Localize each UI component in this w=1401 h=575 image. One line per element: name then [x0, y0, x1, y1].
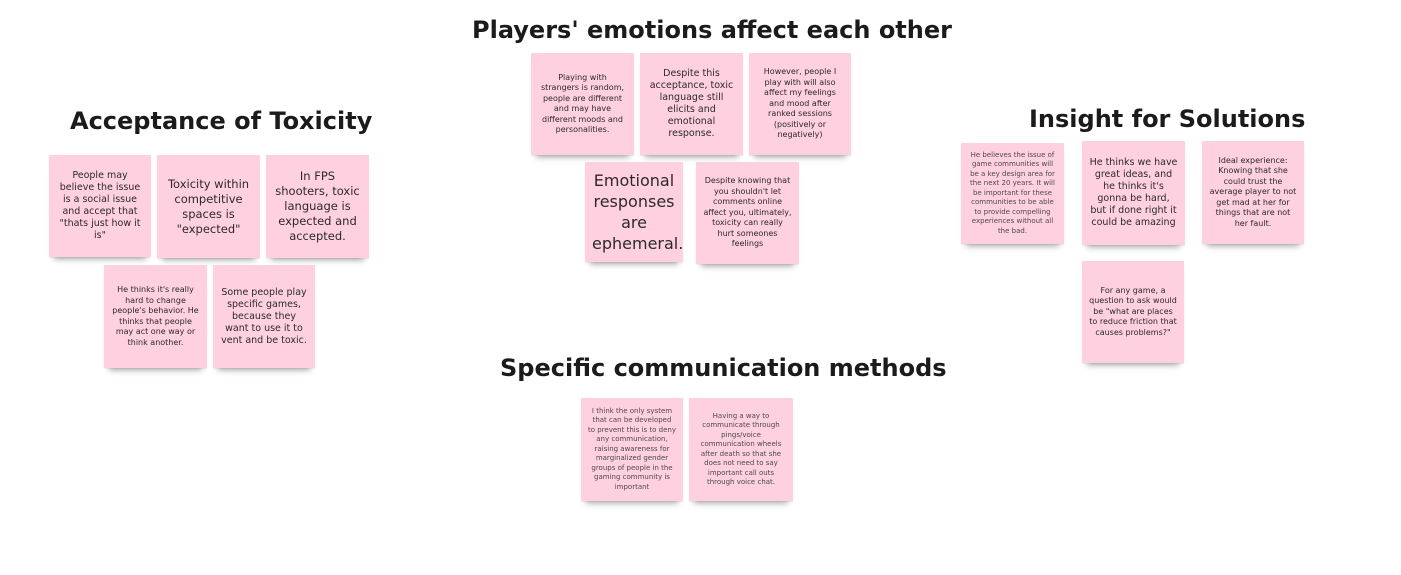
section-title-acceptance-of-toxicity: Acceptance of Toxicity — [70, 107, 373, 135]
sticky-note-text: Despite knowing that you shouldn't let c… — [703, 176, 792, 249]
sticky-note-text: However, people I play with will also af… — [763, 67, 837, 140]
section-title-players-emotions: Players' emotions affect each other — [472, 16, 952, 44]
sticky-note[interactable]: I think the only system that can be deve… — [581, 398, 683, 501]
sticky-note-text: In FPS shooters, toxic language is expec… — [275, 169, 360, 243]
sticky-note[interactable]: However, people I play with will also af… — [749, 53, 851, 155]
sticky-note[interactable]: For any game, a question to ask would be… — [1082, 261, 1184, 363]
sticky-note[interactable]: Despite this acceptance, toxic language … — [640, 53, 743, 155]
section-title-specific-communication-methods: Specific communication methods — [500, 354, 947, 382]
sticky-note-text: Playing with strangers is random, people… — [540, 72, 625, 135]
sticky-note-text: Despite this acceptance, toxic language … — [649, 68, 734, 139]
sticky-note-text: He believes the issue of game communitie… — [970, 150, 1055, 235]
sticky-note[interactable]: He thinks it's really hard to change peo… — [104, 265, 207, 368]
sticky-note[interactable]: In FPS shooters, toxic language is expec… — [266, 155, 369, 258]
sticky-note[interactable]: People may believe the issue is a social… — [49, 155, 151, 257]
sticky-note[interactable]: Ideal experience: Knowing that she could… — [1202, 141, 1304, 244]
sticky-note-text: He thinks we have great ideas, and he th… — [1089, 157, 1178, 228]
sticky-note-text: Toxicity within competitive spaces is "e… — [167, 176, 250, 236]
section-title-insight-for-solutions: Insight for Solutions — [1029, 105, 1306, 133]
sticky-note-text: Some people play specific games, because… — [221, 286, 307, 346]
sticky-note-text: Having a way to communicate through ping… — [700, 411, 782, 487]
sticky-note-text: For any game, a question to ask would be… — [1089, 285, 1177, 337]
sticky-note[interactable]: Emotional responses are ephemeral. — [585, 162, 683, 262]
sticky-note-text: Ideal experience: Knowing that she could… — [1209, 155, 1297, 228]
sticky-note-text: I think the only system that can be deve… — [588, 406, 676, 491]
sticky-note[interactable]: Some people play specific games, because… — [213, 265, 315, 368]
sticky-note[interactable]: He believes the issue of game communitie… — [961, 143, 1064, 244]
sticky-note[interactable]: He thinks we have great ideas, and he th… — [1082, 141, 1185, 245]
sticky-note-text: He thinks it's really hard to change peo… — [112, 285, 199, 347]
sticky-note[interactable]: Despite knowing that you shouldn't let c… — [696, 162, 799, 264]
sticky-note[interactable]: Toxicity within competitive spaces is "e… — [157, 155, 260, 258]
sticky-note-text: People may believe the issue is a social… — [59, 170, 141, 241]
sticky-note[interactable]: Having a way to communicate through ping… — [689, 398, 793, 501]
sticky-note-text: Emotional responses are ephemeral. — [592, 171, 683, 253]
sticky-note[interactable]: Playing with strangers is random, people… — [531, 53, 634, 155]
